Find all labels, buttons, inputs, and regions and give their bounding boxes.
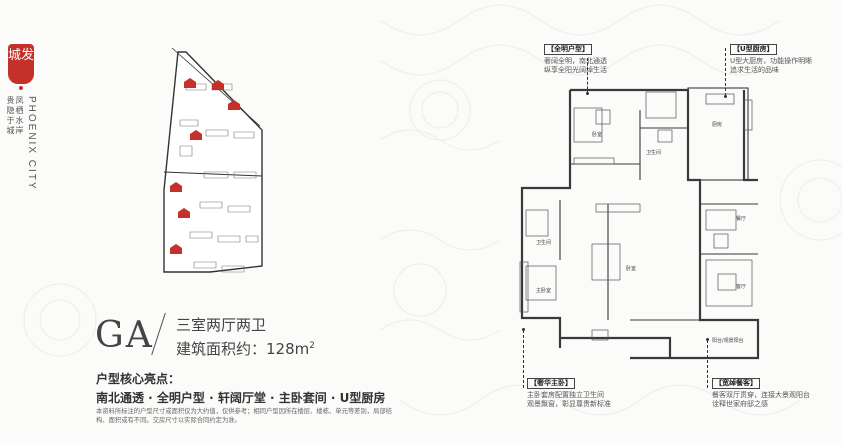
callout-dining-leader xyxy=(707,340,708,388)
brand-english-name: PHOENIX CITY xyxy=(26,96,37,191)
callout-master: 【奢华主卧】 主卧套房配置独立卫生间 观景飘窗，彰显尊贵新标准 xyxy=(527,378,667,409)
callout-master-dot xyxy=(522,328,525,331)
brand-logo: 城发 xyxy=(8,44,40,90)
callout-ukitchen-tag: 【U型厨房】 xyxy=(730,44,777,55)
callout-quanming-line-2: 纵享全阳光阔绰生活 xyxy=(544,66,607,74)
callout-dining: 【宽绰餐客】 餐客双厅贯穿，连接大景观阳台 诠释世家府邸之感 xyxy=(712,378,842,409)
room-bedroom-north: 卧室 xyxy=(592,131,602,138)
highlights-title: 户型核心亮点： xyxy=(96,372,181,386)
highlights-line: 南北通透 · 全明户型 · 轩阔厅堂 · 主卧套间 · U型厨房 xyxy=(96,391,386,405)
room-kitchen: 厨房 xyxy=(712,121,722,128)
area-label: 建筑面积约： xyxy=(176,340,267,358)
area-sup: 2 xyxy=(309,341,315,351)
room-master-bed: 主卧室 xyxy=(536,287,551,294)
callout-ukitchen: 【U型厨房】 U型大厨房，功能操作明晰 追求生活的品味 xyxy=(730,44,840,75)
slogan-line-1: 凤栖水岸 xyxy=(15,96,24,136)
callout-ukitchen-line-2: 追求生活的品味 xyxy=(730,66,779,74)
callout-quanming: 【全明户型】 奢阔全明，南北通透 纵享全阳光阔绰生活 xyxy=(544,44,664,75)
callout-ukitchen-dot xyxy=(724,95,727,98)
site-plan-map xyxy=(163,47,263,273)
callout-quanming-dot xyxy=(586,92,589,95)
area-value: 128m xyxy=(266,340,310,358)
slogan-line-2: 贵隐于城 xyxy=(6,96,15,136)
callout-dining-dot xyxy=(706,338,709,341)
room-living: 客厅 xyxy=(736,283,746,290)
room-balcony: 阳台/观景阳台 xyxy=(712,337,744,344)
unit-code: GA xyxy=(95,315,154,356)
unit-area: 建筑面积约：128m2 xyxy=(176,337,315,358)
floor-plan: 卧室 卫生间 厨房 卫生间 主卧室 卧室 餐厅 客厅 阳台/观景阳台 xyxy=(519,87,760,360)
callout-ukitchen-leader xyxy=(725,48,726,96)
brand-seal: 城发 xyxy=(8,44,35,90)
callout-quanming-line-1: 奢阔全明，南北通透 xyxy=(544,57,607,65)
callout-quanming-tag: 【全明户型】 xyxy=(544,44,592,55)
callout-dining-line-1: 餐客双厅贯穿，连接大景观阳台 xyxy=(712,391,810,399)
room-public-bath: 卫生间 xyxy=(646,149,661,156)
callout-master-leader xyxy=(523,330,524,388)
callout-quanming-leader xyxy=(587,58,588,94)
disclaimer-text: 本资料所标注的户型尺寸或面积仅为大约值，仅供参考；相同户型因所在楼层、楼栋、单元… xyxy=(96,408,392,424)
callout-master-tag: 【奢华主卧】 xyxy=(527,378,575,389)
brand-slogan: 凤栖水岸 贵隐于城 xyxy=(6,96,24,136)
seal-text: 城发 xyxy=(8,48,35,63)
room-master-bath: 卫生间 xyxy=(536,239,551,246)
unit-title: 三室两厅两卫 xyxy=(176,316,267,334)
callout-dining-line-2: 诠释世家府邸之感 xyxy=(712,400,768,408)
callout-ukitchen-line-1: U型大厨房，功能操作明晰 xyxy=(730,57,813,65)
room-bedroom-south: 卧室 xyxy=(626,265,636,272)
room-dining: 餐厅 xyxy=(736,215,746,222)
callout-master-line-2: 观景飘窗，彰显尊贵新标准 xyxy=(527,400,611,408)
callout-dining-tag: 【宽绰餐客】 xyxy=(712,378,760,389)
callout-master-line-1: 主卧套房配置独立卫生间 xyxy=(527,391,604,399)
